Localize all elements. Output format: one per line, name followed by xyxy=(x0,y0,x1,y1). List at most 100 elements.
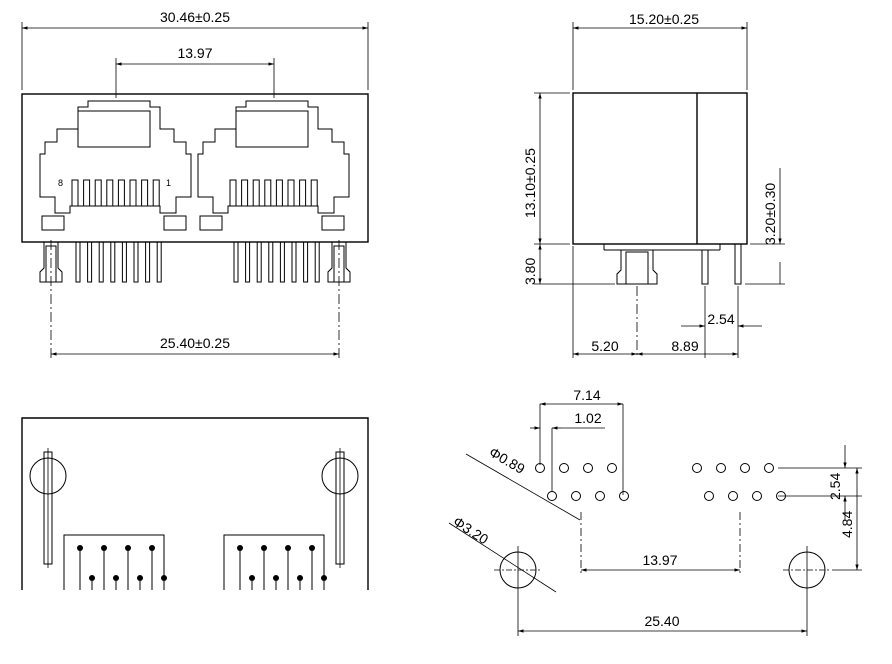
bottom-peg-right xyxy=(321,448,359,568)
bottom-pin-head xyxy=(125,545,131,551)
bottom-peg-left xyxy=(29,448,67,568)
pin1-label: 1 xyxy=(166,178,171,188)
footprint-pin-holes xyxy=(535,463,786,501)
bottom-pin-head xyxy=(237,545,243,551)
dim-total-row-offset: 4.84 xyxy=(839,511,855,538)
dim-pin-offset: 8.89 xyxy=(671,338,698,354)
dim-port-pitch: 13.97 xyxy=(177,45,212,61)
front-pin xyxy=(268,241,274,283)
footprint-pin-hole xyxy=(607,463,617,473)
dim-peg-offset: 5.20 xyxy=(591,338,618,354)
bottom-pin-head xyxy=(101,545,107,551)
dim-depth: 15.20±0.25 xyxy=(629,11,699,27)
bottom-pin-head xyxy=(297,575,303,581)
front-pin xyxy=(98,241,104,283)
front-contact xyxy=(287,179,295,207)
front-peg-left xyxy=(39,240,63,360)
dim-peg-hole-dia: Φ3.20 xyxy=(450,513,491,547)
front-pin xyxy=(245,241,251,283)
front-pin xyxy=(314,241,320,283)
bottom-pin-head xyxy=(261,545,267,551)
footprint-pin-hole xyxy=(692,463,702,473)
front-contact xyxy=(141,179,149,207)
dim-pin-pitch: 1.02 xyxy=(574,410,601,426)
front-peg-right xyxy=(327,240,351,360)
front-contact xyxy=(229,179,237,207)
footprint-pin-hole xyxy=(764,463,774,473)
footprint-pin-hole xyxy=(547,491,557,501)
bottom-pin-head xyxy=(309,545,315,551)
front-pin xyxy=(156,241,162,283)
footprint-pin-hole xyxy=(619,491,629,501)
footprint-pin-hole xyxy=(559,463,569,473)
front-contact xyxy=(83,179,91,207)
dim-standoff: 3.20±0.30 xyxy=(762,183,778,245)
side-peg xyxy=(616,250,658,285)
bottom-pin-head xyxy=(89,575,95,581)
front-contact xyxy=(129,179,137,207)
front-port-left: 8 1 xyxy=(39,100,192,231)
bottom-pin-head xyxy=(285,545,291,551)
front-pin xyxy=(279,241,285,283)
front-contact xyxy=(275,179,283,207)
front-contact xyxy=(252,179,260,207)
front-pin xyxy=(87,241,93,283)
front-housing-outline xyxy=(21,93,369,243)
dim-overall-width: 30.46±0.25 xyxy=(160,9,230,25)
dim-pin-row-spacing: 2.54 xyxy=(707,311,734,327)
front-contact xyxy=(94,179,102,207)
bottom-pin-head xyxy=(161,575,167,581)
front-pin xyxy=(291,241,297,283)
dim-pin-span: 7.14 xyxy=(573,387,600,403)
front-contact xyxy=(241,179,249,207)
front-pin xyxy=(303,241,309,283)
front-pin xyxy=(75,241,81,283)
front-pin xyxy=(145,241,151,283)
front-pin xyxy=(233,241,239,283)
front-pin xyxy=(256,241,262,283)
side-pin-rear xyxy=(734,243,742,285)
front-contact xyxy=(299,179,307,207)
front-contact xyxy=(264,179,272,207)
bottom-pin-head xyxy=(321,575,327,581)
front-contact xyxy=(310,179,318,207)
footprint-pin-hole xyxy=(716,463,726,473)
dim-pin-hole-dia: Φ0.89 xyxy=(487,444,528,477)
bottom-pin-head xyxy=(113,575,119,581)
bottom-view xyxy=(21,417,369,590)
front-pin xyxy=(133,241,139,283)
dim-pin-length: 3.80 xyxy=(522,258,538,285)
dim-peg-spacing: 25.40±0.25 xyxy=(160,335,230,351)
front-contact xyxy=(117,179,125,207)
dim-height: 13.10±0.25 xyxy=(522,148,538,218)
side-pin-front xyxy=(701,249,709,285)
footprint-pin-hole xyxy=(595,491,605,501)
front-view: 8 1 30.46±0.25 xyxy=(21,9,369,360)
bottom-pin-head xyxy=(77,545,83,551)
bottom-pin-head xyxy=(273,575,279,581)
bottom-pin-head xyxy=(149,545,155,551)
dim-row-spacing: 2.54 xyxy=(827,473,843,500)
side-housing-outline xyxy=(572,92,748,245)
dim-footprint-port-pitch: 13.97 xyxy=(642,552,677,568)
footprint-pin-hole xyxy=(740,463,750,473)
front-port-right xyxy=(197,100,350,231)
front-contact xyxy=(152,179,160,207)
footprint-pin-hole xyxy=(704,491,714,501)
side-view: 15.20±0.25 13.10±0.25 3.80 3.20±0.30 2.5… xyxy=(522,11,785,358)
bottom-solder-pins xyxy=(77,545,327,590)
front-contact xyxy=(71,179,79,207)
bottom-pin-head xyxy=(137,575,143,581)
front-contact xyxy=(106,179,114,207)
dim-footprint-peg-spacing: 25.40 xyxy=(644,613,679,629)
front-pin xyxy=(110,241,116,283)
bottom-housing-outline xyxy=(21,417,369,590)
footprint-pin-hole xyxy=(752,491,762,501)
front-pin xyxy=(121,241,127,283)
front-solder-pins xyxy=(75,241,320,283)
pcb-footprint: Φ0.89 Φ3.20 7.14 1.02 2.54 4.84 13.97 25… xyxy=(448,387,862,636)
footprint-pin-hole xyxy=(571,491,581,501)
bottom-pin-head xyxy=(249,575,255,581)
footprint-pin-hole xyxy=(583,463,593,473)
